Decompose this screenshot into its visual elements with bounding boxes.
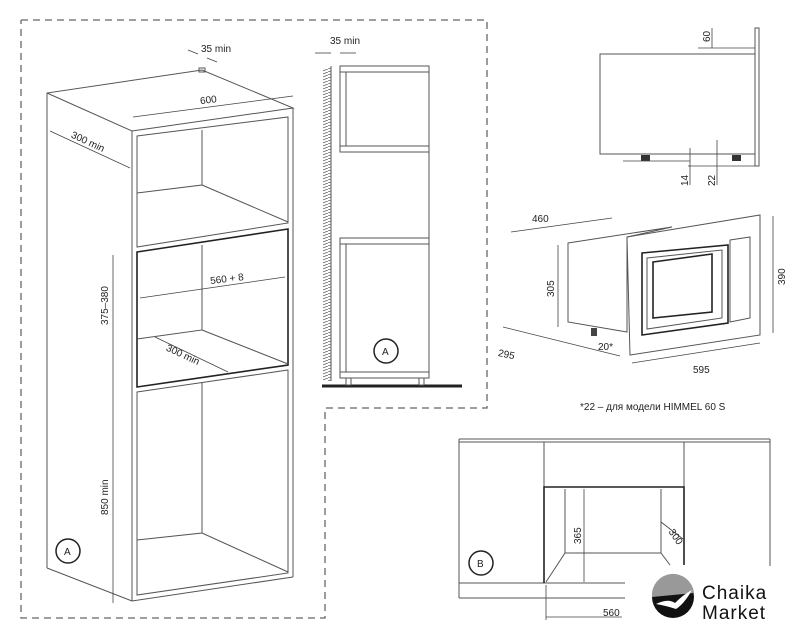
dim-niche-width: 560 + 8 bbox=[210, 272, 245, 287]
dim-depth-side: 300 min bbox=[69, 130, 106, 155]
dim-niche-height-b: 365 bbox=[573, 527, 584, 544]
logo-line1: Chaika bbox=[702, 583, 767, 604]
side-view-drawing bbox=[315, 52, 462, 388]
column-cabinet-drawing bbox=[46, 49, 295, 603]
dim-frame-width: 595 bbox=[693, 365, 710, 376]
wall-niche-drawing bbox=[458, 438, 771, 620]
dim-width: 600 bbox=[199, 94, 217, 107]
dim-offset: 20* bbox=[598, 342, 613, 353]
dim-frame: 22 bbox=[707, 174, 718, 186]
dim-base-height: 850 min bbox=[100, 479, 111, 515]
label-a-circle bbox=[55, 538, 81, 564]
dim-niche-depth-b: 300 bbox=[666, 527, 685, 547]
dim-top: 60 bbox=[702, 30, 713, 42]
dim-wall-gap: 35 min bbox=[330, 36, 360, 47]
dim-niche-depth: 300 min bbox=[164, 343, 201, 368]
dim-body-depth: 295 bbox=[497, 348, 516, 362]
appliance-side-drawing bbox=[599, 27, 760, 185]
dim-body-height: 305 bbox=[546, 280, 557, 297]
dashed-boundary-a bbox=[20, 19, 488, 619]
label-a-side: A bbox=[382, 347, 389, 358]
dim-niche-height: 375–380 bbox=[100, 286, 111, 325]
chaika-logo-icon bbox=[651, 573, 694, 618]
dim-niche-width-b: 560 bbox=[603, 608, 620, 619]
label-a-side-circle bbox=[373, 338, 399, 364]
label-b: B bbox=[477, 559, 484, 570]
label-a: A bbox=[64, 547, 71, 558]
appliance-iso-drawing bbox=[502, 214, 774, 364]
dim-depth: 460 bbox=[532, 214, 549, 225]
dim-frame-height: 390 bbox=[777, 268, 788, 285]
logo-line2: Market bbox=[702, 603, 766, 624]
dim-gap-top: 35 min bbox=[201, 44, 231, 55]
footnote: *22 – для модели HIMMEL 60 S bbox=[580, 402, 726, 413]
label-b-circle bbox=[468, 550, 494, 576]
dim-feet: 14 bbox=[680, 174, 691, 186]
